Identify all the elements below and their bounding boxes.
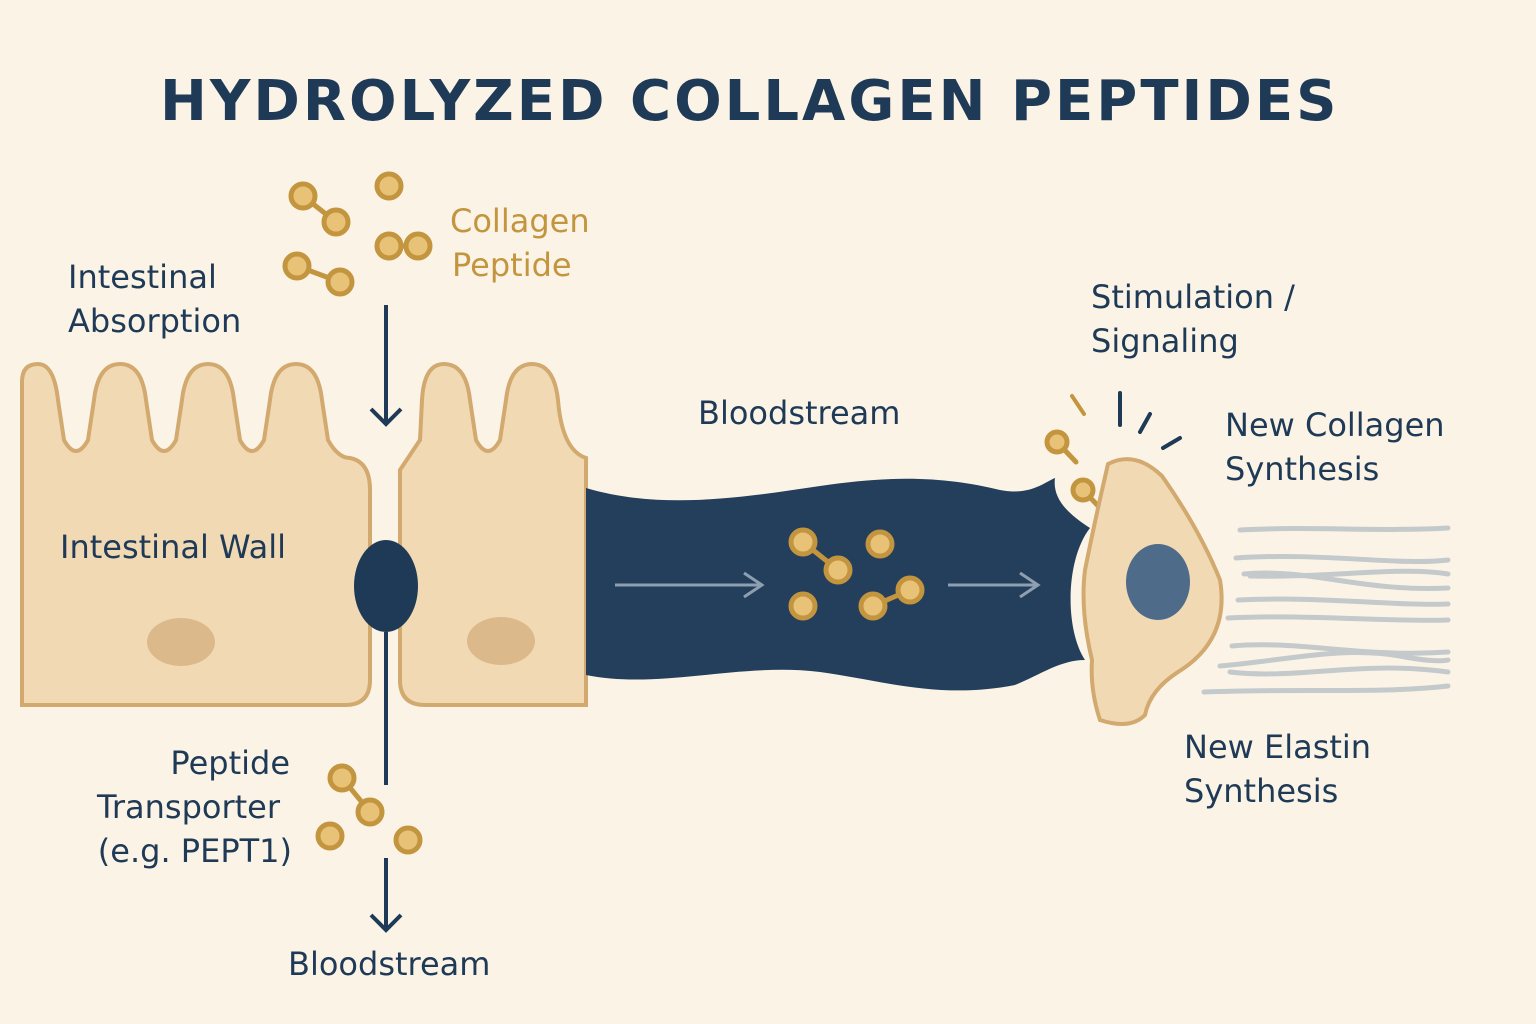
collagen-peptide-label: Collagen — [450, 202, 590, 240]
cell-nucleus-right — [467, 617, 535, 665]
collagen-peptides-bloodstream — [788, 527, 925, 621]
collagen-fibers — [1225, 525, 1451, 623]
stimulation-label: Stimulation / — [1091, 278, 1295, 316]
intestinal-cell-right — [398, 361, 588, 707]
new-collagen-label-line2: Synthesis — [1225, 450, 1379, 488]
peptide-transporter-label-line3: (e.g. PEPT1) — [98, 832, 292, 870]
bloodstream-label-top: Bloodstream — [698, 394, 900, 432]
new-collagen-label: New Collagen — [1225, 406, 1445, 444]
intestinal-cell-left — [20, 361, 372, 707]
signal-burst-icon — [1070, 391, 1182, 450]
bloodstream-arrow-icon — [369, 858, 403, 933]
collagen-peptides-top — [282, 171, 433, 297]
elastin-fibers — [1201, 642, 1451, 695]
fibroblast-nucleus — [1126, 544, 1190, 620]
intestinal-wall-label: Intestinal Wall — [60, 528, 286, 566]
intestinal-absorption-label: Intestinal — [68, 258, 217, 296]
peptide-transporter — [354, 540, 418, 632]
signaling-peptides — [1044, 429, 1105, 513]
title: HYDROLYZED COLLAGEN PEPTIDES — [160, 69, 1339, 134]
flow-arrow-icon — [948, 571, 1041, 599]
collagen-peptides-bottom — [315, 763, 423, 855]
new-elastin-label-line2: Synthesis — [1184, 772, 1338, 810]
intestinal-absorption-label-line2: Absorption — [68, 302, 241, 340]
peptide-transporter-label-line2: Transporter — [96, 788, 281, 826]
absorption-arrow-icon — [369, 305, 403, 427]
peptide-transporter-label: Peptide — [170, 744, 290, 782]
collagen-peptide-label-line2: Peptide — [452, 246, 572, 284]
new-elastin-label: New Elastin — [1184, 728, 1371, 766]
flow-arrow-icon — [615, 571, 765, 599]
cell-nucleus-left — [147, 618, 215, 666]
bloodstream-label-bottom: Bloodstream — [288, 945, 490, 983]
stimulation-label-line2: Signaling — [1091, 322, 1239, 360]
